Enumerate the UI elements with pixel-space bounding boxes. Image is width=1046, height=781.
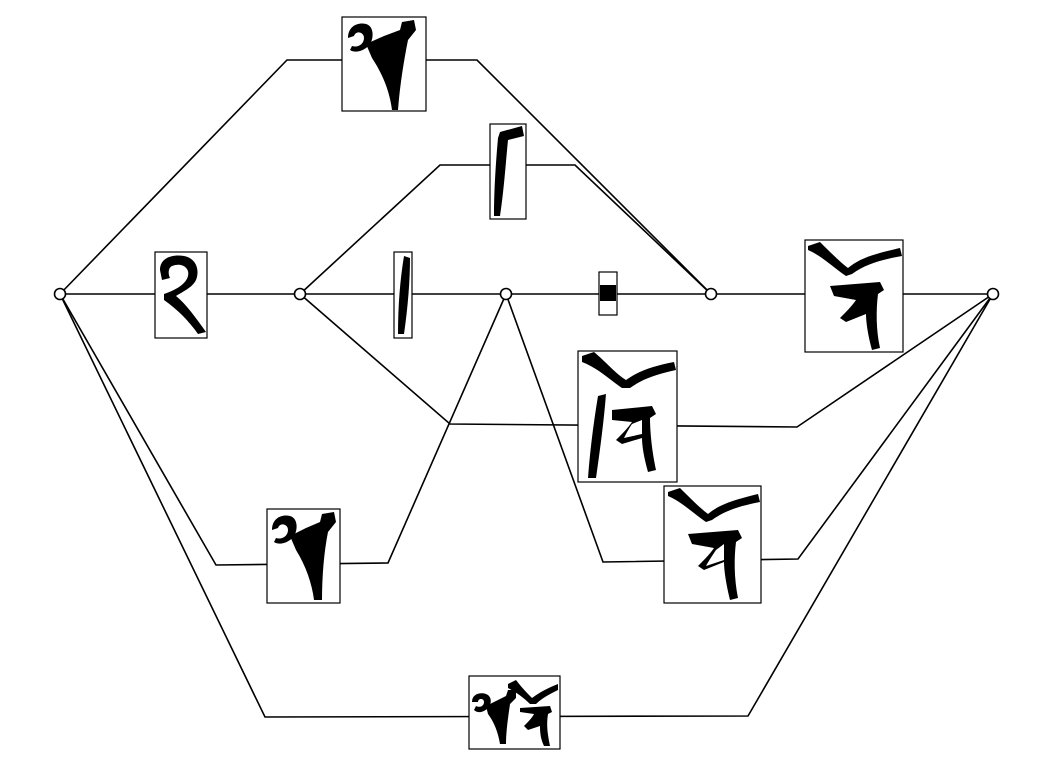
node-2 [499, 287, 513, 301]
wa-glyph [341, 16, 427, 112]
ra-glyph [154, 251, 208, 339]
lower-e-vowel-ba-glyph [663, 485, 762, 604]
dot-fragment-glyph [598, 271, 618, 316]
lower-wa-glyph [266, 508, 341, 604]
node-end [986, 287, 1000, 301]
node-start [53, 287, 67, 301]
hook-stroke-glyph [489, 123, 527, 220]
node-1 [293, 287, 307, 301]
nodes [53, 287, 1000, 301]
node-3 [704, 287, 718, 301]
edge-start-end-bottom [59, 293, 994, 718]
full-word-glyph [468, 675, 561, 750]
e-vowel-ba-glyph [804, 239, 904, 353]
large-e-vowel-ba-glyph [577, 350, 678, 483]
shad-stroke-glyph [393, 251, 413, 339]
